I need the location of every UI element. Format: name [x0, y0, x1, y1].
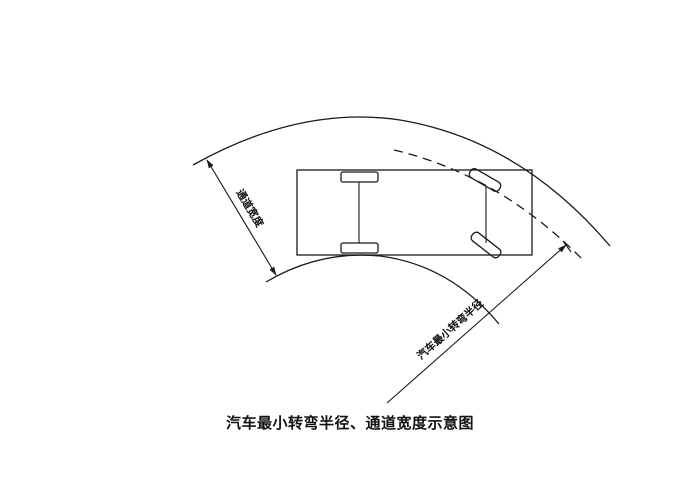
turning-radius-dimension: 汽车最小转弯半径 [386, 240, 572, 404]
rear-axle-with-wheels [340, 171, 379, 254]
channel-width-arrow [206, 159, 277, 276]
channel-width-label: 通道宽度 [233, 187, 266, 230]
front-wheel-bottom [470, 231, 502, 259]
turning-radius-label: 汽车最小转弯半径 [414, 297, 486, 363]
inner-road-edge-arc [265, 254, 500, 325]
diagram-caption: 汽车最小转弯半径、通道宽度示意图 [225, 414, 474, 432]
turning-radius-line [386, 244, 567, 404]
rear-wheel-top [340, 171, 379, 183]
outer-road-edge-arc [192, 116, 611, 247]
front-axle-with-steered-wheels [468, 167, 502, 259]
rear-wheel-bottom [340, 242, 379, 254]
front-wheel-top [468, 167, 502, 193]
channel-width-dimension: 通道宽度 [206, 159, 277, 276]
car-body [296, 169, 533, 256]
turning-path-dashed-arc [393, 149, 586, 263]
